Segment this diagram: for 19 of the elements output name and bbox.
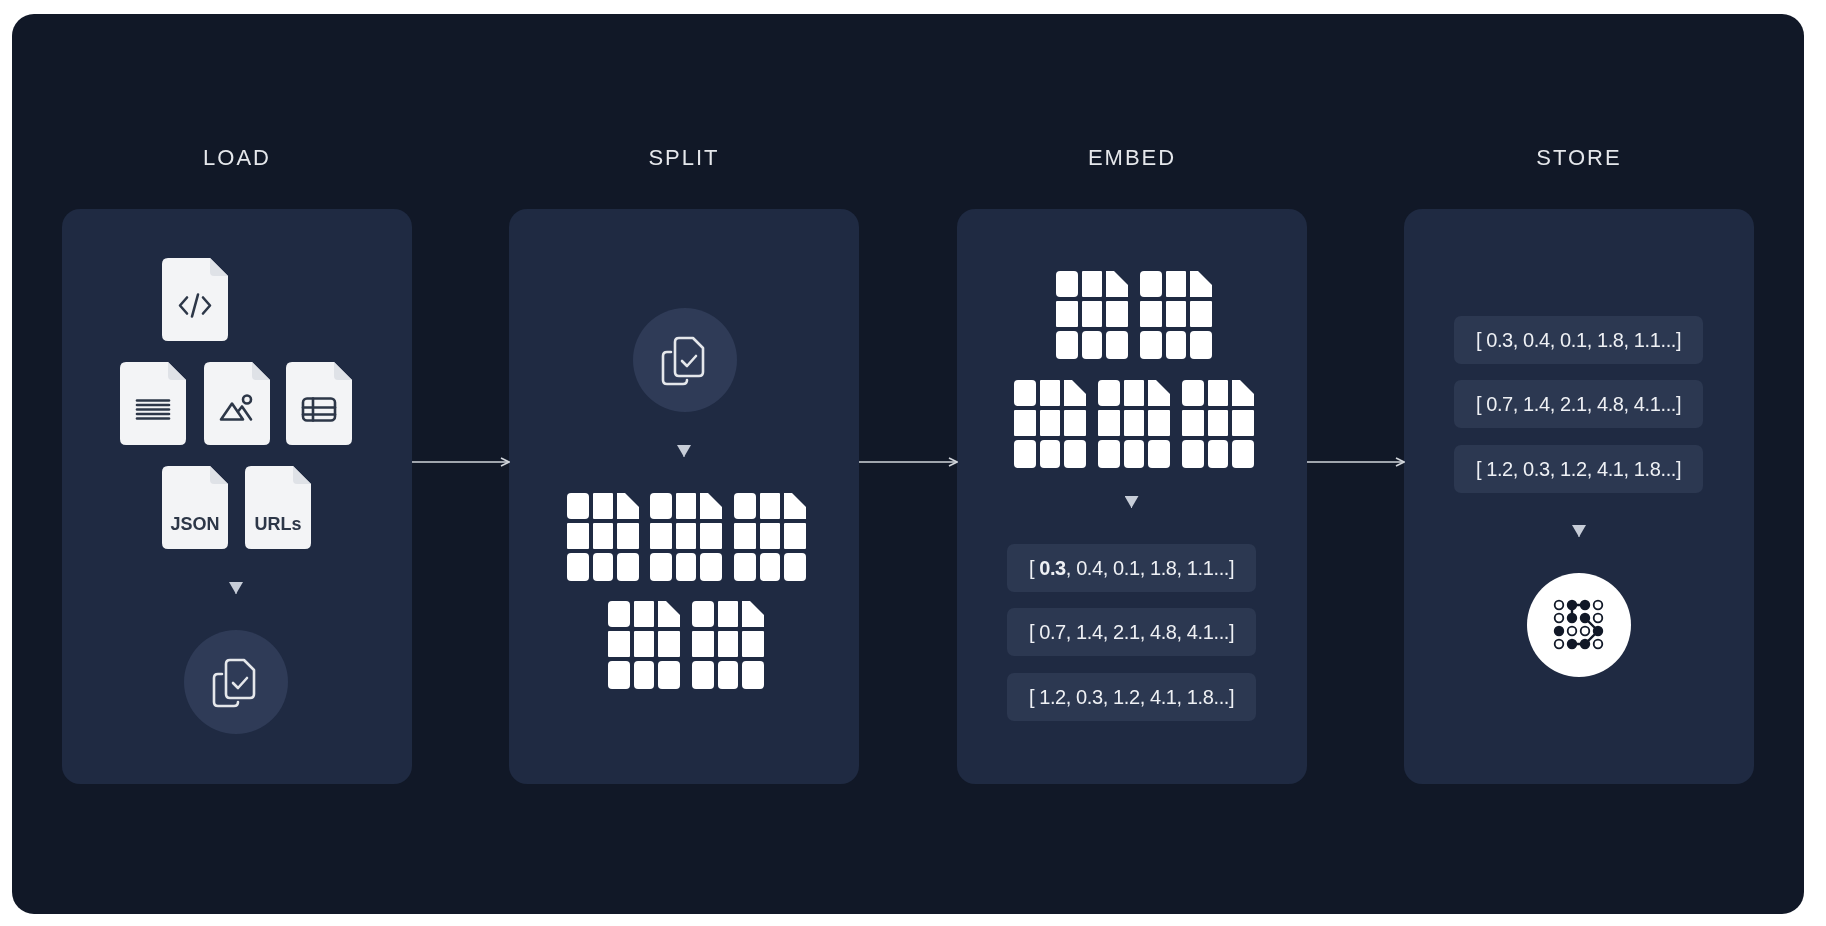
down-arrow (677, 444, 691, 458)
down-arrow (1572, 524, 1586, 538)
file-type-label: JSON (169, 514, 221, 535)
arrow (411, 457, 510, 467)
down-arrow (229, 581, 243, 595)
vector-chip: [ 0.7, 1.4, 2.1, 4.8, 4.1...] (1454, 380, 1703, 428)
down-arrow (1124, 495, 1139, 509)
stage-heading: STORE (1535, 144, 1623, 172)
vector-chip: [ 0.3, 0.4, 0.1, 1.8, 1.1...] (1007, 544, 1256, 592)
vector-chip: [ 1.2, 0.3, 1.2, 4.1, 1.8...] (1007, 673, 1256, 721)
stage-heading: LOAD (202, 144, 272, 172)
vector-chip: [ 1.2, 0.3, 1.2, 4.1, 1.8...] (1454, 445, 1703, 493)
stage-heading: SPLIT (647, 144, 721, 172)
vector-chip: [ 0.7, 1.4, 2.1, 4.8, 4.1...] (1007, 608, 1256, 656)
file-type-label: URLs (253, 514, 303, 535)
arrow (858, 457, 958, 467)
vector-chip: [ 0.3, 0.4, 0.1, 1.8, 1.1...] (1454, 316, 1703, 364)
stage-heading: EMBED (1086, 144, 1178, 172)
arrow (1306, 457, 1405, 467)
